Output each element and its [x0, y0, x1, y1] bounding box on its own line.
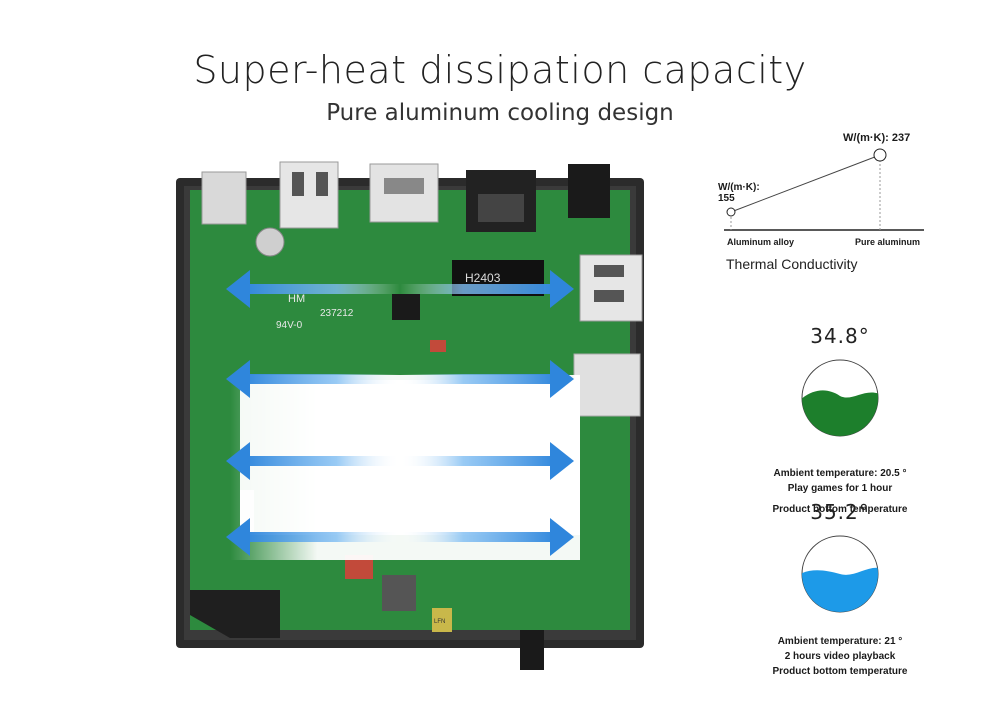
thermal-caption: Thermal Conductivity [726, 256, 858, 272]
cert-mark: HM [288, 293, 305, 305]
temp-ambient: Ambient temperature: 20.5 ° [773, 468, 907, 479]
temp-gauge-green [800, 358, 880, 438]
temp-note: Product bottom temperature [772, 504, 908, 515]
temp-value: 34.8° [810, 324, 870, 348]
airflow-arrow-3 [226, 442, 574, 480]
cap-label: LFN [434, 619, 445, 625]
page-subtitle: Pure aluminum cooling design [326, 100, 674, 126]
board-svg: H2403 HM 237212 94V-0 LFN [176, 161, 644, 670]
port-usb-right [579, 254, 643, 322]
label-pure-aluminum: Pure aluminum [855, 237, 921, 247]
temp-ambient: Ambient temperature: 21 ° [777, 636, 903, 647]
page-title: Super-heat dissipation capacity [193, 48, 807, 92]
chip-label: H2403 [465, 271, 501, 285]
board-illustration: H2403 HM 237212 94V-0 LFN [170, 160, 650, 680]
board-code: 237212 [320, 308, 354, 319]
temp-activity: Play games for 1 hour [787, 483, 893, 494]
point-high [873, 148, 887, 162]
temp-note: Product bottom temperature [772, 666, 908, 677]
airflow-arrows [226, 270, 574, 556]
board-rating: 94V-0 [276, 320, 303, 331]
thermal-conductivity-graph: W/(m·K): 237 W/(m·K): 155 Aluminum alloy… [700, 125, 960, 285]
point-low [726, 207, 736, 217]
capacitor [432, 608, 452, 632]
airflow-arrow-4 [226, 518, 574, 556]
temp-block-video: 35.2° Ambient temperature: 21 ° 2 hours … [740, 500, 940, 679]
port-optical [568, 164, 610, 218]
port-usb-top [279, 161, 339, 229]
point-low-label: W/(m·K): 155 [718, 182, 760, 204]
temp-block-games: 34.8° Ambient temperature: 20.5 ° Play g… [740, 324, 940, 517]
temp-activity: 2 hours video playback [784, 651, 896, 662]
airflow-arrow-2 [226, 360, 574, 398]
conductivity-line [730, 154, 881, 213]
point-high-label: W/(m·K): 237 [843, 132, 911, 144]
port-card-slot [573, 353, 641, 417]
case-corner [190, 590, 280, 638]
label-aluminum-alloy: Aluminum alloy [727, 237, 795, 247]
temp-gauge-blue [800, 534, 880, 614]
temp-value: 35.2° [810, 500, 870, 524]
airflow-arrow-1 [226, 270, 574, 308]
port-ethernet-left [201, 171, 247, 225]
thermal-graph-svg [724, 148, 924, 231]
